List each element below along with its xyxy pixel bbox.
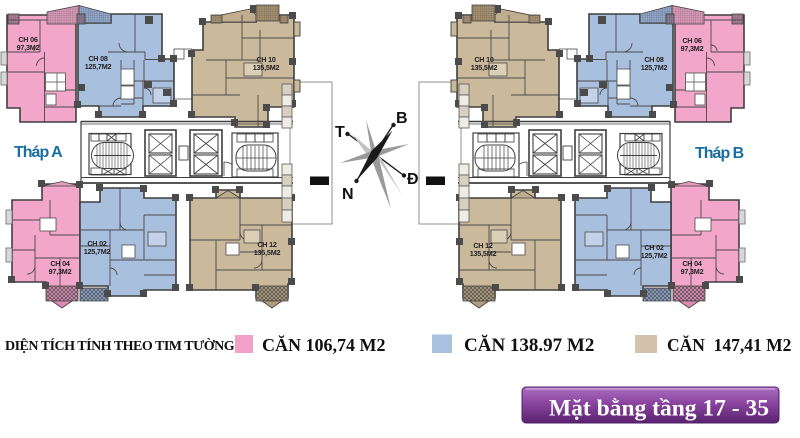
- svg-text:Tháp B: Tháp B: [695, 145, 744, 162]
- svg-text:135,5M2: 135,5M2: [254, 248, 281, 257]
- svg-text:CH 10: CH 10: [474, 55, 494, 64]
- svg-text:T: T: [335, 124, 345, 141]
- svg-text:CH 04: CH 04: [682, 259, 702, 268]
- svg-text:CH 08: CH 08: [644, 55, 664, 64]
- svg-text:125,7M2: 125,7M2: [641, 63, 668, 72]
- svg-text:CH 06: CH 06: [18, 35, 38, 44]
- svg-text:125,7M2: 125,7M2: [85, 62, 112, 71]
- svg-text:135,5M2: 135,5M2: [253, 63, 280, 72]
- svg-text:N: N: [342, 186, 354, 203]
- svg-text:CH 04: CH 04: [50, 259, 70, 268]
- svg-text:CH 08: CH 08: [88, 54, 108, 63]
- svg-text:CH 06: CH 06: [682, 36, 702, 45]
- svg-text:CH 12: CH 12: [257, 240, 277, 249]
- svg-text:CH 12: CH 12: [473, 241, 493, 250]
- svg-text:135,5M2: 135,5M2: [471, 63, 498, 72]
- svg-text:CH 10: CH 10: [256, 55, 276, 64]
- svg-text:97,3M2: 97,3M2: [681, 267, 704, 276]
- svg-text:B: B: [396, 110, 408, 127]
- svg-text:DIỆN TÍCH TÍNH THEO TIM TƯỜNG:: DIỆN TÍCH TÍNH THEO TIM TƯỜNG:: [5, 337, 238, 354]
- svg-text:CĂN 106,74 M2: CĂN 106,74 M2: [262, 334, 386, 355]
- svg-text:CH 02: CH 02: [87, 239, 107, 248]
- svg-text:97,3M2: 97,3M2: [49, 267, 72, 276]
- svg-text:97,3M2: 97,3M2: [681, 44, 704, 53]
- svg-text:135,5M2: 135,5M2: [470, 249, 497, 258]
- svg-text:125,7M2: 125,7M2: [84, 247, 111, 256]
- svg-text:CĂN 147,41 M2: CĂN 147,41 M2: [667, 335, 791, 355]
- svg-text:CH 02: CH 02: [644, 243, 664, 252]
- svg-text:Tháp A: Tháp A: [14, 144, 63, 161]
- svg-text:Mặt bằng tầng 17 - 35: Mặt bằng tầng 17 - 35: [549, 396, 769, 422]
- svg-text:CĂN 138.97 M2: CĂN 138.97 M2: [464, 334, 594, 356]
- svg-text:97,3M2: 97,3M2: [17, 43, 40, 52]
- svg-text:125,7M2: 125,7M2: [641, 251, 668, 260]
- svg-text:Đ: Đ: [407, 171, 419, 188]
